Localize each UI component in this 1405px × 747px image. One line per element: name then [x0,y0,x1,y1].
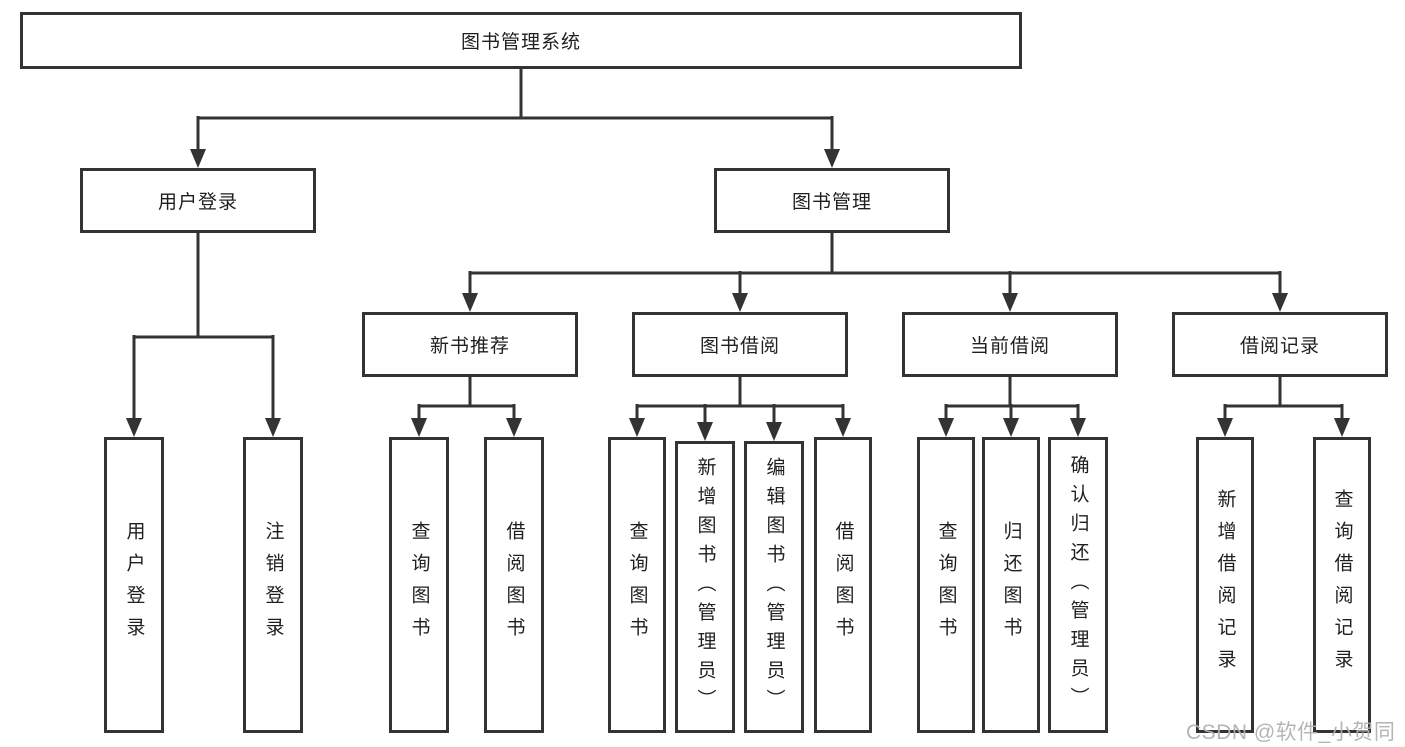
leaf-borrowing-borrow-books: 借阅图书 [814,437,872,733]
leaf-current-confirm-return-admin: 确认归还（管理员） [1048,437,1108,733]
node-book-management: 图书管理 [714,168,950,233]
leaf-borrowing-edit-books-admin: 编辑图书（管理员） [744,441,804,733]
leaf-records-query-borrow-record: 查询借阅记录 [1313,437,1371,733]
leaf-borrowing-query-books: 查询图书 [608,437,666,733]
connector-new-book-branch [411,377,522,437]
leaf-records-add-borrow-record: 新增借阅记录 [1196,437,1254,733]
node-current-borrowing: 当前借阅 [902,312,1118,377]
node-root-library-system: 图书管理系统 [20,12,1022,69]
leaf-borrowing-add-books-admin: 新增图书（管理员） [675,441,735,733]
connector-book-borrow-branch [629,377,851,441]
node-user-login: 用户登录 [80,168,316,233]
leaf-current-query-books: 查询图书 [917,437,975,733]
leaf-newbook-borrow-books: 借阅图书 [484,437,544,733]
node-book-borrowing: 图书借阅 [632,312,848,377]
leaf-newbook-query-books: 查询图书 [389,437,449,733]
node-new-book-recommend: 新书推荐 [362,312,578,377]
connector-book-mgmt-branch [462,233,1288,312]
connector-root-branch [190,69,840,168]
leaf-logout: 注销登录 [243,437,303,733]
connector-user-login-branch [126,233,281,437]
connector-borrow-record-branch [1217,377,1350,437]
leaf-current-return-books: 归还图书 [982,437,1040,733]
connector-current-borrow-branch [938,377,1086,437]
node-borrowing-records: 借阅记录 [1172,312,1388,377]
leaf-user-login: 用户登录 [104,437,164,733]
csdn-watermark: CSDN @软件_小贺同学 [1186,721,1396,744]
